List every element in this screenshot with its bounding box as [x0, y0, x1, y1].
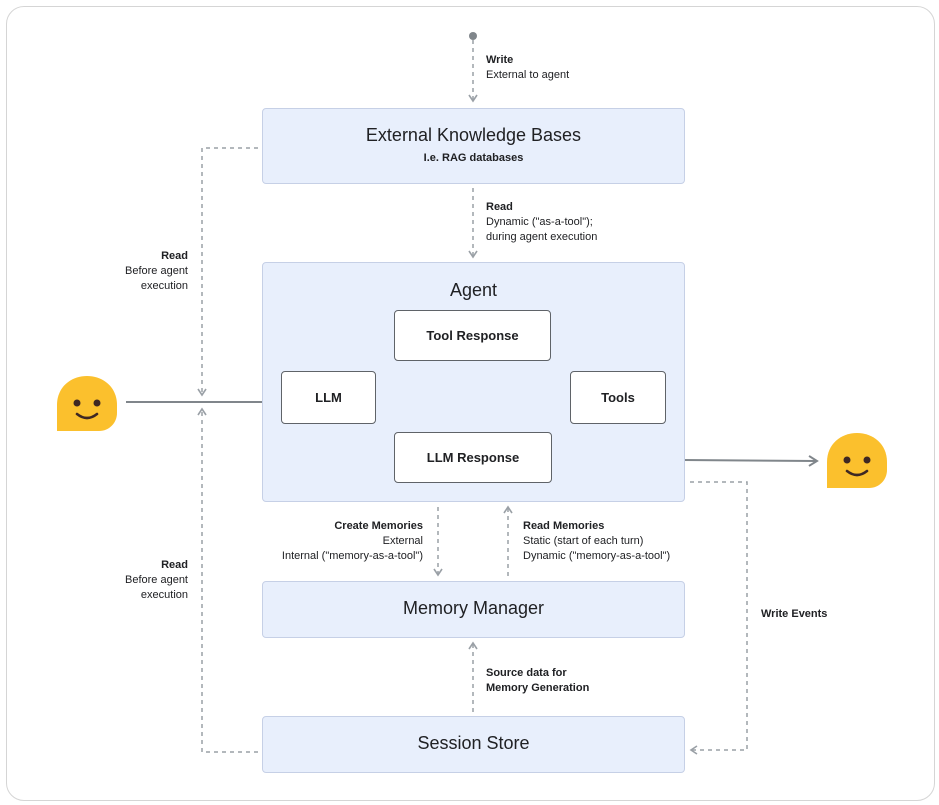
- write-source-dot: [469, 32, 477, 40]
- source-data-title: Source data for: [486, 667, 567, 679]
- read-before-bottom-label: Read Before agent execution: [125, 558, 188, 603]
- read-kb-label-line1: Dynamic ("as-a-tool");: [486, 216, 593, 228]
- smiling-face-icon: [57, 376, 117, 431]
- source-data-line1: Memory Generation: [486, 682, 590, 694]
- session-store-box: Session Store: [262, 716, 685, 773]
- read-before-top-title: Read: [161, 250, 188, 262]
- create-memories-line1: External: [382, 535, 423, 547]
- read-before-bottom-line2: execution: [140, 589, 188, 601]
- external-kb-title: External Knowledge Bases: [365, 125, 582, 145]
- write-events-title: Write Events: [761, 608, 828, 620]
- create-memories-label: Create Memories External Internal ("memo…: [282, 519, 423, 564]
- write-events-arrow: [689, 481, 748, 755]
- external-kb-subtitle: I.e. RAG databases: [423, 152, 524, 164]
- read-before-top-arrow: [197, 147, 258, 397]
- tool-response-node: Tool Response: [394, 310, 551, 361]
- agent-title: Agent: [449, 280, 498, 300]
- read-before-bottom-line1: Before agent: [125, 574, 188, 586]
- read-before-bottom-arrow: [197, 407, 258, 753]
- read-memories-title: Read Memories: [523, 520, 605, 532]
- source-data-label: Source data for Memory Generation: [486, 666, 589, 696]
- llm-node: LLM: [281, 371, 376, 424]
- read-kb-label: Read Dynamic ("as-a-tool"); during agent…: [486, 200, 597, 245]
- read-before-top-label: Read Before agent execution: [125, 249, 188, 294]
- read-before-bottom-title: Read: [161, 559, 188, 571]
- write-label: Write External to agent: [486, 53, 569, 83]
- read-kb-label-line2: during agent execution: [486, 231, 598, 243]
- write-label-line1: External to agent: [486, 69, 570, 81]
- memory-manager-title: Memory Manager: [402, 598, 545, 618]
- llm-response-node: LLM Response: [394, 432, 552, 483]
- read-before-top-line1: Before agent: [125, 265, 188, 277]
- external-knowledge-bases-box: External Knowledge Bases I.e. RAG databa…: [262, 108, 685, 184]
- read-before-top-line2: execution: [140, 280, 188, 292]
- tools-node: Tools: [570, 371, 666, 424]
- smiling-face-icon: [827, 433, 887, 488]
- session-store-title: Session Store: [417, 733, 530, 753]
- write-label-title: Write: [486, 54, 514, 66]
- read-memories-label: Read Memories Static (start of each turn…: [523, 519, 670, 564]
- create-memories-title: Create Memories: [334, 520, 423, 532]
- write-events-label: Write Events: [761, 607, 827, 622]
- read-memories-line2: Dynamic ("memory-as-a-tool"): [523, 550, 671, 562]
- memory-manager-box: Memory Manager: [262, 581, 685, 638]
- create-memories-line2: Internal ("memory-as-a-tool"): [281, 550, 423, 562]
- read-kb-label-title: Read: [486, 201, 513, 213]
- read-memories-line1: Static (start of each turn): [523, 535, 644, 547]
